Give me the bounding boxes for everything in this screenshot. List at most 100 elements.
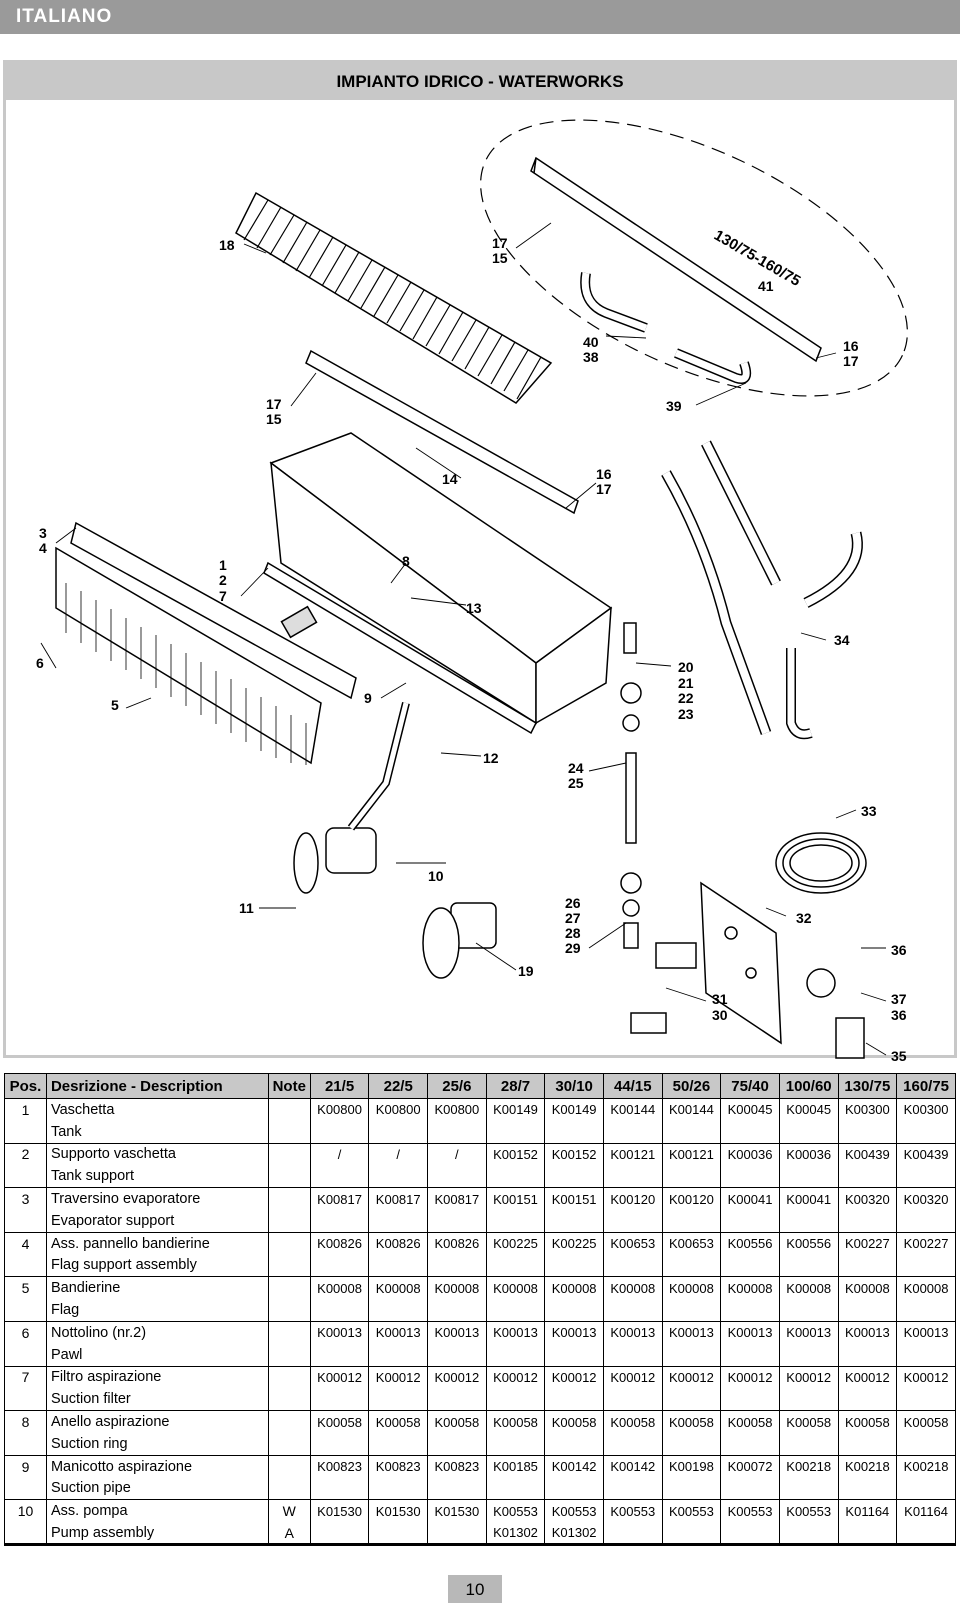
row-code: K00008 <box>661 1276 722 1300</box>
callout-label: 17 <box>843 353 859 369</box>
row-code: K00008 <box>837 1276 898 1300</box>
header-model: 22/5 <box>368 1073 429 1099</box>
table-row-translation: Pawl <box>4 1343 956 1367</box>
row-code: K00013 <box>720 1321 780 1344</box>
header-model: 50/26 <box>661 1073 722 1099</box>
row-code <box>837 1209 898 1233</box>
tank-icon <box>269 432 613 725</box>
row-code: K00058 <box>427 1410 487 1433</box>
row-code: K00439 <box>837 1143 898 1166</box>
thermostat-icon <box>806 968 836 998</box>
row-code: K00012 <box>309 1366 370 1389</box>
row-pos-empty <box>4 1120 47 1144</box>
row-code <box>778 1522 839 1546</box>
row-code <box>544 1299 604 1322</box>
row-code: K00072 <box>720 1455 780 1478</box>
row-code: K00058 <box>778 1410 839 1433</box>
callout-label: 7 <box>219 588 227 604</box>
row-code <box>309 1343 370 1367</box>
row-code <box>661 1477 722 1501</box>
row-code <box>602 1388 663 1412</box>
row-code: K00152 <box>544 1143 604 1166</box>
parts-table: Pos. Desrizione - Description Note 21/5 … <box>4 1073 956 1546</box>
row-code <box>661 1165 722 1189</box>
row-code: K00556 <box>720 1232 780 1255</box>
solenoid-valve-icon <box>655 942 697 969</box>
row-code: K01302 <box>485 1522 546 1546</box>
row-code: K00817 <box>427 1187 487 1210</box>
callout-label: 6 <box>36 655 44 671</box>
callout-label: 32 <box>796 910 812 926</box>
row-code <box>368 1432 429 1456</box>
row-code: K00653 <box>602 1232 663 1255</box>
row-code: K00144 <box>602 1098 663 1121</box>
language-header-bar: ITALIANO <box>0 0 960 34</box>
header-model: 130/75 <box>837 1073 898 1099</box>
row-code <box>896 1343 956 1367</box>
row-code <box>602 1165 663 1189</box>
row-description-en: Tank <box>45 1120 269 1144</box>
row-code: K00058 <box>837 1410 898 1433</box>
row-code <box>720 1522 780 1546</box>
row-code: K00013 <box>427 1321 487 1344</box>
row-note <box>267 1477 311 1501</box>
row-note <box>267 1254 311 1278</box>
page-number: 10 <box>448 1575 502 1603</box>
row-code: K00823 <box>427 1455 487 1478</box>
row-description-en: Pawl <box>45 1343 269 1367</box>
row-code <box>427 1209 487 1233</box>
capillary-coil-icon <box>775 832 867 894</box>
row-code <box>544 1388 604 1412</box>
row-code: K00013 <box>544 1321 604 1344</box>
header-model: 100/60 <box>778 1073 839 1099</box>
row-code: K00058 <box>602 1410 663 1433</box>
row-code <box>896 1432 956 1456</box>
row-code: K00058 <box>896 1410 956 1433</box>
row-code <box>661 1343 722 1367</box>
row-pos: 1 <box>4 1098 47 1121</box>
row-code: K00553 <box>544 1499 604 1523</box>
callout-label: 31 <box>712 991 728 1007</box>
row-pos-empty <box>4 1388 47 1412</box>
callout-label: 37 <box>891 991 907 1007</box>
row-code: K00013 <box>778 1321 839 1344</box>
control-panel-icon <box>700 881 782 1045</box>
callout-label: 27 <box>565 910 581 926</box>
row-code <box>602 1254 663 1278</box>
row-pos-empty <box>4 1209 47 1233</box>
row-code: K00823 <box>309 1455 370 1478</box>
row-code <box>720 1120 780 1144</box>
row-code <box>309 1254 370 1278</box>
row-code: K00227 <box>896 1232 956 1255</box>
row-code <box>544 1343 604 1367</box>
fan-motor-icon <box>422 902 497 979</box>
callout-label: 13 <box>466 600 482 616</box>
callout-label: 21 <box>678 675 694 691</box>
row-code <box>720 1254 780 1278</box>
row-code <box>837 1254 898 1278</box>
row-description-it: Supporto vaschetta <box>45 1143 269 1166</box>
row-code <box>485 1343 546 1367</box>
header-description: Desrizione - Description <box>45 1073 269 1099</box>
callout-label: 11 <box>239 900 254 916</box>
row-code <box>368 1299 429 1322</box>
header-model: 28/7 <box>485 1073 546 1099</box>
row-code <box>485 1477 546 1501</box>
row-code: K00058 <box>544 1410 604 1433</box>
row-code: K00144 <box>661 1098 722 1121</box>
row-code: K00152 <box>485 1143 546 1166</box>
table-row-translation: Suction ring <box>4 1432 956 1456</box>
row-code: K00012 <box>720 1366 780 1389</box>
row-code <box>720 1209 780 1233</box>
row-code: K00008 <box>602 1276 663 1300</box>
row-code <box>778 1432 839 1456</box>
row-code <box>896 1388 956 1412</box>
callout-label: 25 <box>568 775 584 791</box>
row-code <box>720 1432 780 1456</box>
row-code <box>427 1120 487 1144</box>
row-note <box>267 1187 311 1210</box>
row-code: K00058 <box>485 1410 546 1433</box>
exploded-view-frame: IMPIANTO IDRICO - WATERWORKS <box>3 60 957 1064</box>
